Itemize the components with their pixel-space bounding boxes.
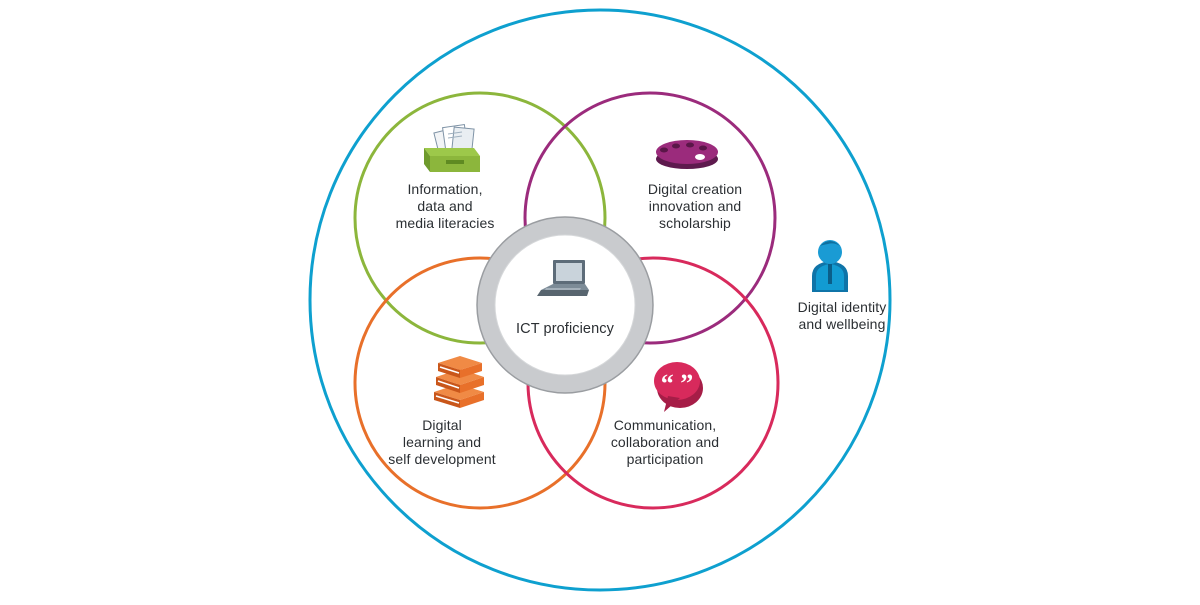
label-communication: Communication, collaboration and partici… [565,417,765,468]
speech-bubble-icon: “ ” [654,362,703,412]
label-information-line-2: data and [417,198,473,214]
label-ict-text: ICT proficiency [516,321,614,337]
label-identity-line-2: and wellbeing [798,316,886,332]
label-learning-line-3: self development [388,451,496,467]
label-identity-line-1: Digital identity [797,299,887,315]
person-icon [812,240,848,292]
label-ict-proficiency: ICT proficiency [465,321,665,338]
label-information-line-3: media literacies [395,215,495,231]
label-creation-line-3: scholarship [659,215,731,231]
label-communication-line-2: collaboration and [610,434,720,450]
outer-circle-identity [308,8,892,592]
label-learning: Digital learning and self development [342,417,542,468]
label-creation-line-1: Digital creation [647,181,743,197]
label-communication-line-3: participation [626,451,704,467]
palette-icon [656,140,718,169]
label-information-line-1: Information, [407,181,483,197]
label-creation: Digital creation innovation and scholars… [595,181,795,232]
core-ring [477,217,653,393]
svg-text:“ ”: “ ” [661,369,694,398]
books-icon [434,356,484,408]
label-communication-line-1: Communication, [613,417,717,433]
label-information: Information, data and media literacies [345,181,545,232]
label-identity: Digital identity and wellbeing [742,299,942,333]
circle-creation [523,91,777,345]
laptop-icon [537,260,589,296]
label-learning-line-2: learning and [402,434,482,450]
card-file-icon [424,124,480,172]
circle-information [353,91,607,345]
label-learning-line-1: Digital [422,417,462,433]
label-creation-line-2: innovation and [648,198,742,214]
